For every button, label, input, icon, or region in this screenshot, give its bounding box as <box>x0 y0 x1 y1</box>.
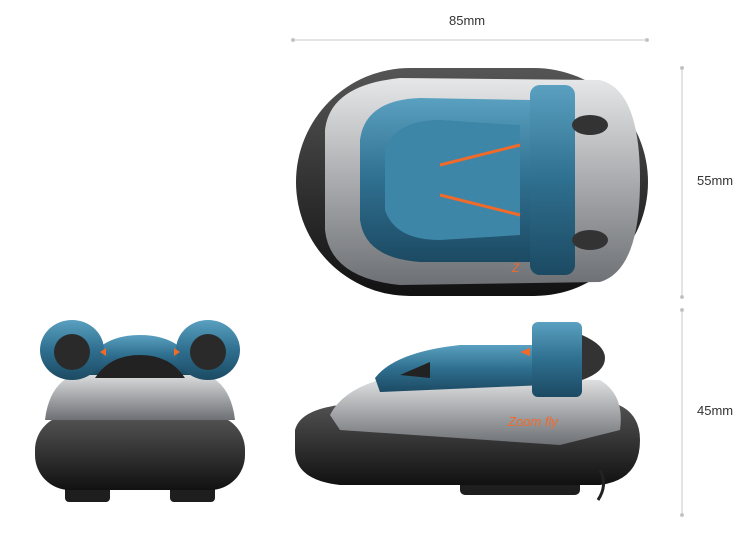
width-label: 55mm <box>697 173 734 188</box>
dimension-lines <box>291 38 684 517</box>
top-logo: Z <box>511 261 520 275</box>
antenna <box>596 469 605 501</box>
top-view-hovercraft: Z <box>296 68 648 296</box>
side-view-hovercraft: Zoom fly <box>295 322 640 501</box>
side-logo: Zoom fly <box>507 414 559 429</box>
front-view-hovercraft <box>35 320 245 502</box>
length-label: 85mm <box>449 13 486 28</box>
height-label: 45mm <box>697 403 734 418</box>
